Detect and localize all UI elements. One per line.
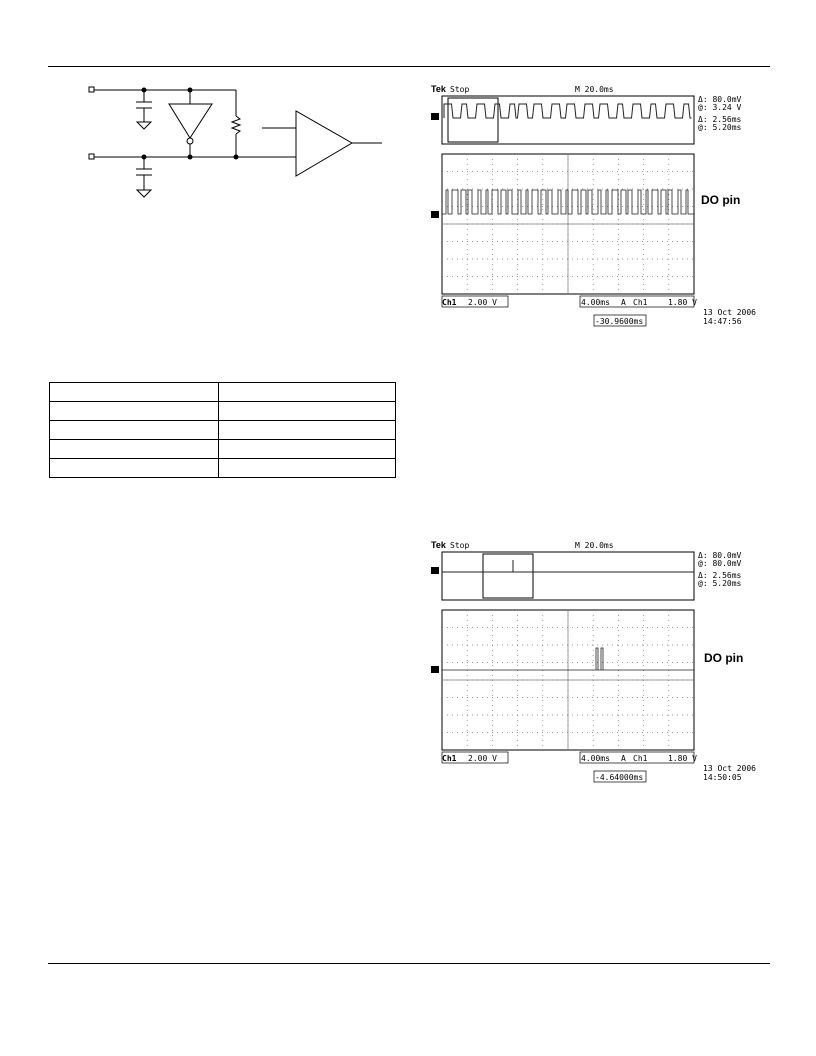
timebase-readout: M 20.0ms: [575, 541, 614, 550]
cursor-v-delta: Δ: 80.0mV: [698, 551, 742, 560]
channel-marker: [431, 567, 439, 574]
zoom-window: [482, 553, 534, 599]
trigger-pos-box: [593, 770, 647, 783]
trigger-mode: A: [621, 298, 626, 307]
brand-label: Tek: [431, 540, 446, 550]
acq-state: Stop: [450, 541, 470, 550]
overview-frame: [441, 551, 695, 601]
table-row: [49, 382, 396, 402]
do-trace: [442, 189, 694, 215]
trigger-pos-box: [593, 314, 647, 327]
trigger-source: Ch1: [633, 298, 648, 307]
acq-state: Stop: [450, 85, 470, 94]
cursor-v-delta: Δ: 80.0mV: [698, 95, 742, 104]
overview-frame: [441, 95, 695, 145]
table-row: [49, 420, 396, 440]
channel-marker: [431, 666, 439, 673]
channel-label: Ch1: [442, 298, 457, 307]
table-row: [49, 439, 396, 459]
volts-div: 2.00 V: [468, 298, 497, 307]
data-table: [49, 382, 396, 478]
trigger-level: 1.80 V: [668, 298, 697, 307]
timebase-readout: M 20.0ms: [575, 85, 614, 94]
table-row: [49, 401, 396, 421]
time-div: 4.00ms: [581, 298, 610, 307]
oscilloscope-capture-1: Tek Stop M 20.0ms Δ: 80.0mV @: 3.24 V Δ:…: [428, 82, 758, 332]
scope-1-graphics: [431, 95, 695, 327]
trigger-level: 1.80 V: [668, 754, 697, 763]
input-terminal-bottom: [88, 153, 95, 160]
circuit-schematic: [88, 86, 382, 198]
do-pulse: [595, 647, 604, 670]
capture-time: 14:50:05: [703, 773, 742, 782]
cursor-t-abs: @: 5.20ms: [698, 123, 742, 132]
trigger-position: -4.64000ms: [595, 773, 644, 782]
cursor-t-delta: Δ: 2.56ms: [698, 571, 742, 580]
header-rule: [48, 66, 770, 67]
channel-marker: [431, 211, 439, 218]
input-terminal-top: [88, 86, 95, 93]
cursor-t-delta: Δ: 2.56ms: [698, 115, 742, 124]
volts-div: 2.00 V: [468, 754, 497, 763]
capture-time: 14:47:56: [703, 317, 742, 326]
cursor-v-abs: @: 3.24 V: [698, 103, 742, 112]
ch-readout-box: [441, 295, 509, 308]
signal-label: DO pin: [701, 193, 741, 207]
cursor-t-abs: @: 5.20ms: [698, 579, 742, 588]
table-row: [49, 458, 396, 478]
trigger-readout-box: [579, 295, 695, 308]
ch-readout-box: [441, 751, 509, 764]
capture-date: 13 Oct 2006: [703, 764, 756, 773]
brand-label: Tek: [431, 84, 446, 94]
trigger-mode: A: [621, 754, 626, 763]
zoom-window: [447, 97, 499, 143]
trigger-position: -30.9600ms: [595, 317, 644, 326]
scope-2-graphics: [431, 551, 695, 783]
footer-rule: [48, 963, 770, 964]
trigger-readout-box: [579, 751, 695, 764]
channel-marker: [431, 113, 439, 120]
capture-date: 13 Oct 2006: [703, 308, 756, 317]
channel-label: Ch1: [442, 754, 457, 763]
time-div: 4.00ms: [581, 754, 610, 763]
signal-label: DO pin: [704, 651, 744, 665]
oscilloscope-capture-2: Tek Stop M 20.0ms Δ: 80.0mV @: 80.0mV Δ:…: [428, 538, 758, 788]
overview-trace: [443, 103, 692, 119]
cursor-v-abs: @: 80.0mV: [698, 559, 742, 568]
trigger-source: Ch1: [633, 754, 648, 763]
